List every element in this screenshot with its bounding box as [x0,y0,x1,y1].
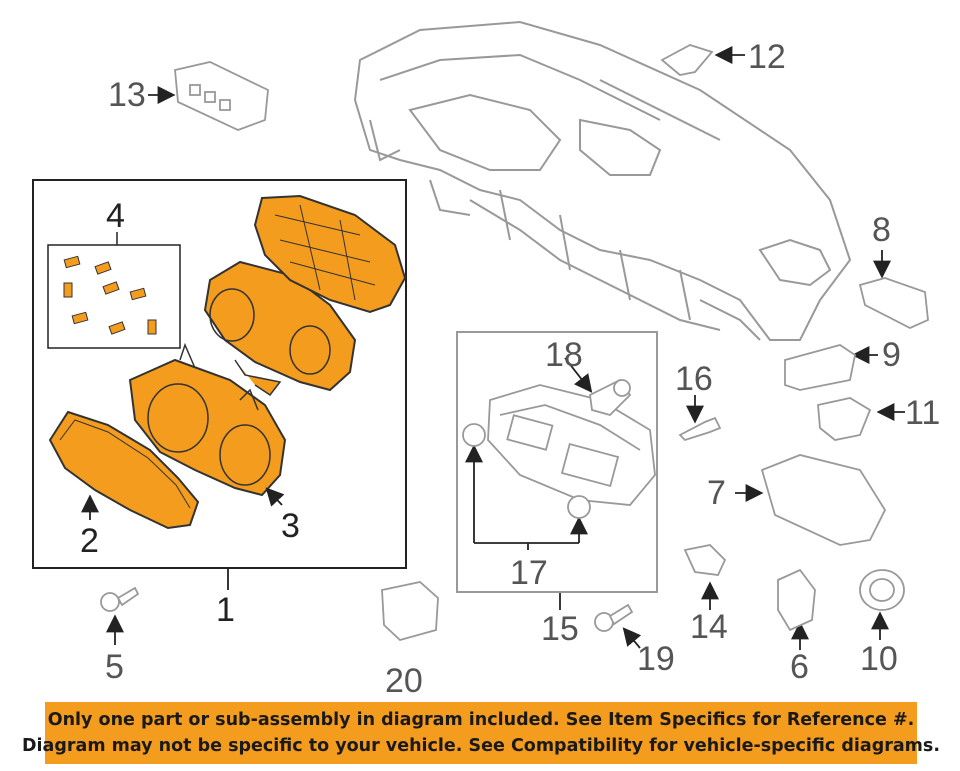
part-9-switch [784,344,857,391]
part-15-climate-control [462,384,656,519]
part-6-bracket [777,568,816,632]
part-7-display [760,454,887,546]
part-3-housing [128,342,287,497]
callout-14: 14 [690,608,728,646]
callout-6: 6 [790,648,809,686]
part-14-clip [683,544,727,576]
callout-8: 8 [872,211,891,249]
disclaimer-banner: Only one part or sub-assembly in diagram… [22,702,940,764]
disclaimer-line-1: Only one part or sub-assembly in diagram… [47,710,915,730]
disclaimer-line-2: Diagram may not be specific to your vehi… [22,736,940,756]
group-15-box [456,331,658,593]
callout-16: 16 [675,360,713,398]
callout-11: 11 [905,394,941,432]
leader-lines [81,46,905,650]
part-1-circuit-board [253,194,407,314]
part-12-bracket [660,44,714,76]
callout-5: 5 [105,648,124,686]
group-4-box [47,244,181,349]
callout-17: 17 [510,554,548,592]
callout-13: 13 [108,76,146,114]
callout-9: 9 [882,336,901,374]
part-13-switch [174,61,269,131]
callout-12: 12 [748,38,786,76]
dashboard-panel [353,20,852,341]
part-10-button [859,569,905,611]
part-16-bolt [678,416,722,442]
callout-18: 18 [545,336,583,374]
part-4-clips [63,255,157,335]
callout-7: 7 [707,474,726,512]
callout-19: 19 [637,640,675,678]
part-18-sensor [589,378,632,417]
callout-3: 3 [281,507,300,545]
callout-10: 10 [860,640,898,678]
callout-2: 2 [80,522,99,560]
callout-4: 4 [106,197,125,235]
part-19-screw [594,603,634,632]
part-11-module [817,397,872,441]
group-1-box [32,179,407,569]
part-5-screw [100,586,140,612]
callout-20: 20 [385,662,423,700]
part-20-module [381,581,439,642]
callout-15: 15 [541,610,579,648]
part-8-switch [858,277,929,329]
callout-1: 1 [216,591,235,629]
part-2-lens [48,410,200,530]
